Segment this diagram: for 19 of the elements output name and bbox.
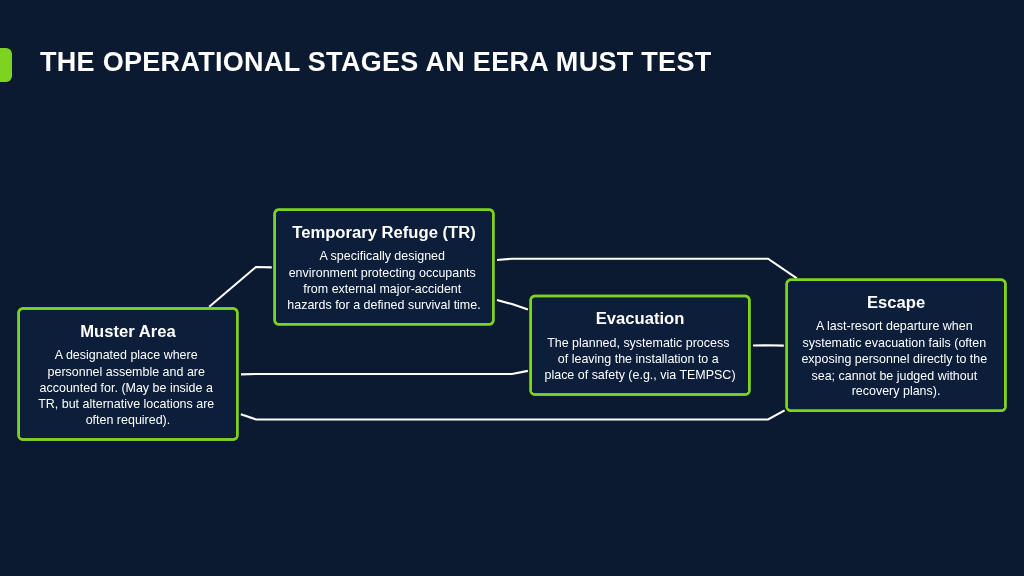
stage-title: Temporary Refuge (TR) xyxy=(292,222,476,244)
stage-card xyxy=(785,278,1007,413)
stage-description: A designated place where personnel assemble and are accounted for. (May be inside a TR, but alternative locations are often required). xyxy=(38,348,216,428)
stage-card xyxy=(529,295,751,397)
connector-line xyxy=(496,299,529,311)
stage-description: A last-resort departure when systematic evacuation fails (often exposing personnel directly to the sea; cannot be judged without recovery plans). xyxy=(801,319,989,399)
stage-title: Escape xyxy=(866,292,926,314)
slide-title: THE OPERATIONAL STAGES AN EERA MUST TEST xyxy=(40,46,712,79)
stage-title: Evacuation xyxy=(595,308,685,330)
stage-description: The planned, systematic process of leaving the installation to a place of safety (e.g., via TEMPSC) xyxy=(544,335,736,383)
stage-card xyxy=(17,307,239,442)
stage-title: Muster Area xyxy=(80,321,176,343)
connector-line xyxy=(208,266,272,309)
connector-line xyxy=(240,409,786,421)
connector-line xyxy=(241,370,529,376)
connector-line xyxy=(753,344,784,348)
stage-description: A specifically designed environment protecting occupants from external major-accident hazards for a defined survival time. xyxy=(287,249,481,312)
stage-card xyxy=(273,208,495,327)
connector-line xyxy=(496,258,798,280)
